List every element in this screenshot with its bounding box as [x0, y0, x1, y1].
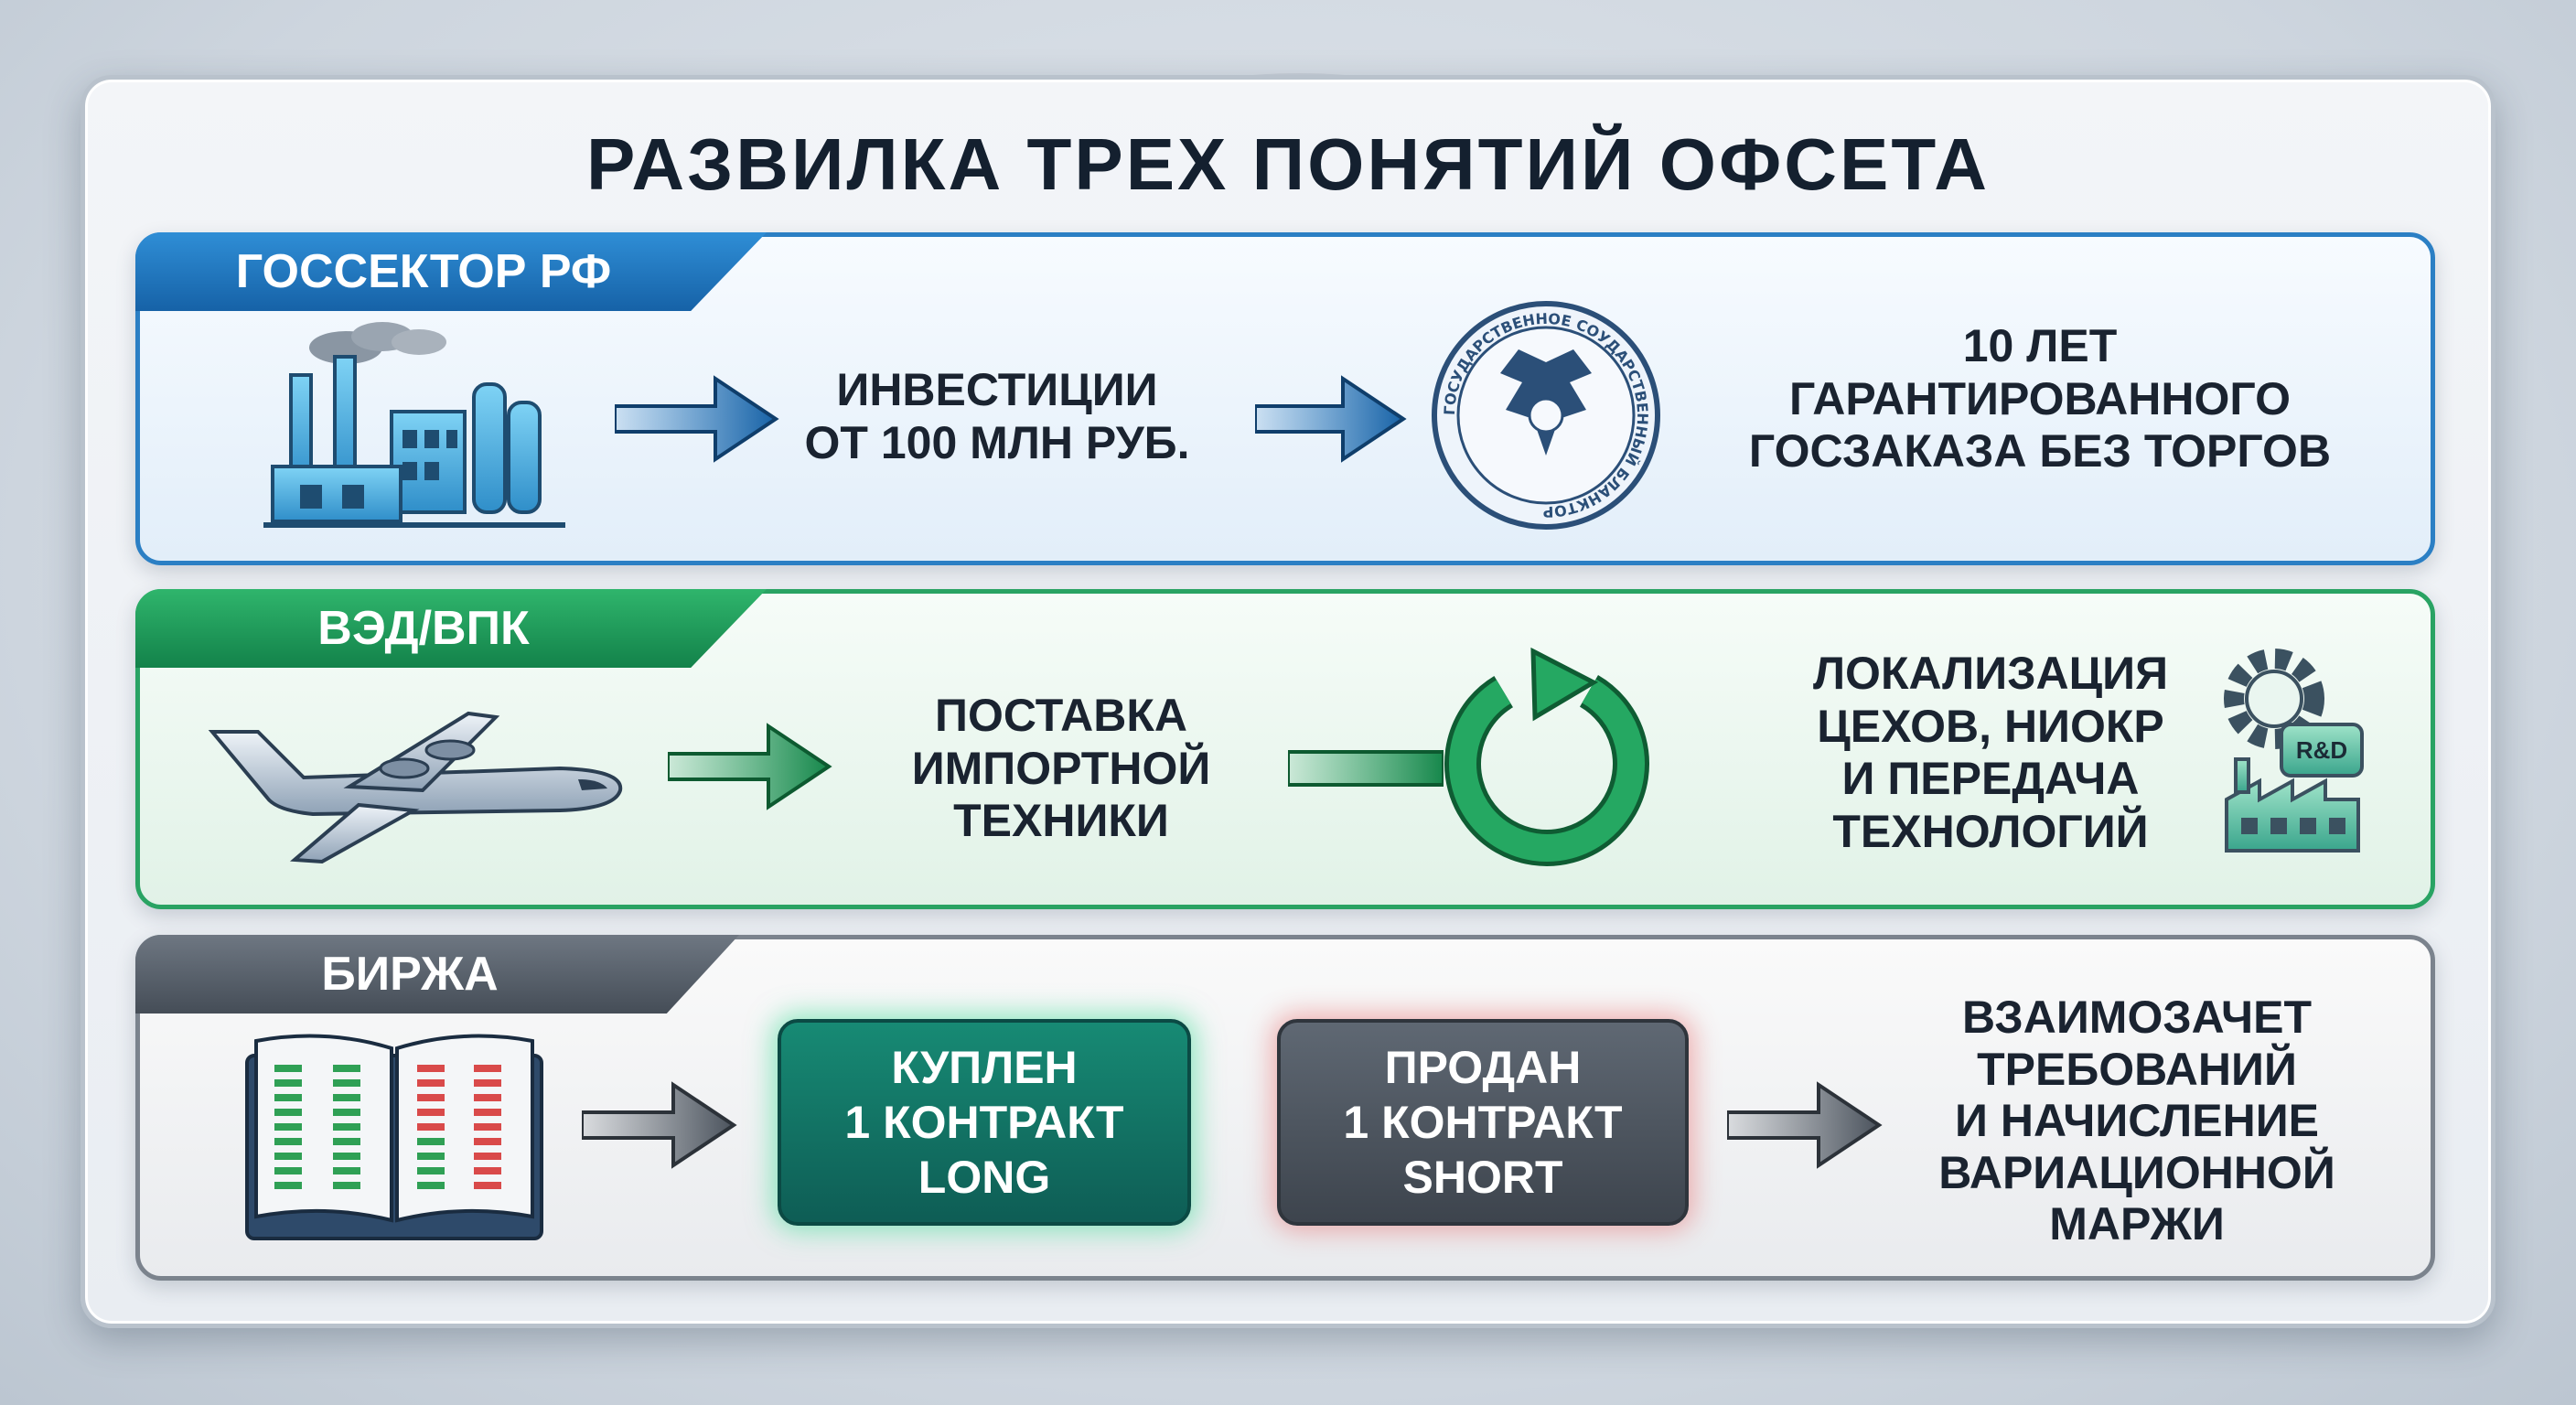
order-book-icon — [245, 1034, 543, 1240]
arrow-right-icon — [582, 1081, 737, 1169]
row-foreign-trade: ВЭД/ВПК — [135, 589, 2435, 909]
result-localization: ЛОКАЛИЗАЦИЯ ЦЕХОВ, НИОКР И ПЕРЕДАЧА ТЕХН… — [1812, 648, 2169, 857]
long-contract-box: КУПЛЕН 1 КОНТРАКТ LONG — [778, 1019, 1191, 1226]
result-netting-margin: ВЗАИМОЗАЧЕТ ТРЕБОВАНИЙ И НАЧИСЛЕНИЕ ВАРИ… — [1938, 992, 2335, 1249]
factory-icon — [263, 322, 565, 528]
rd-badge: R&D — [2296, 736, 2347, 764]
cycle-arrow-icon — [1444, 647, 1649, 866]
step-import-supply: ПОСТАВКА ИМПОРТНОЙ ТЕХНИКИ — [911, 690, 1211, 846]
arrow-right-icon — [1288, 750, 1444, 787]
tab-exchange: БИРЖА — [135, 935, 739, 1014]
result-gov-contract: 10 ЛЕТ ГАРАНТИРОВАННОГО ГОСЗАКАЗА БЕЗ ТО… — [1748, 320, 2332, 477]
step-investments: ИНВЕСТИЦИИ ОТ 100 МЛН РУБ. — [804, 364, 1190, 468]
cargo-plane-icon — [208, 711, 623, 864]
page-title: РАЗВИЛКА ТРЕХ ПОНЯТИЙ ОФСЕТА — [586, 123, 1990, 205]
state-seal-icon: ГОСУДАРСТВЕННОЕ СОУДАРСТВЕННЫЙ БЛАНКТОР — [1432, 301, 1660, 530]
tab-gov-sector: ГОССЕКТОР РФ — [135, 232, 767, 311]
arrow-right-icon — [1727, 1081, 1883, 1169]
rd-factory-icon: R&D — [2224, 649, 2364, 853]
arrow-right-icon — [668, 723, 832, 810]
arrow-right-icon — [1255, 375, 1407, 463]
short-contract-box: ПРОДАН 1 КОНТРАКТ SHORT — [1277, 1019, 1689, 1226]
tab-foreign-trade: ВЭД/ВПК — [135, 589, 767, 668]
arrow-right-icon — [615, 375, 779, 463]
